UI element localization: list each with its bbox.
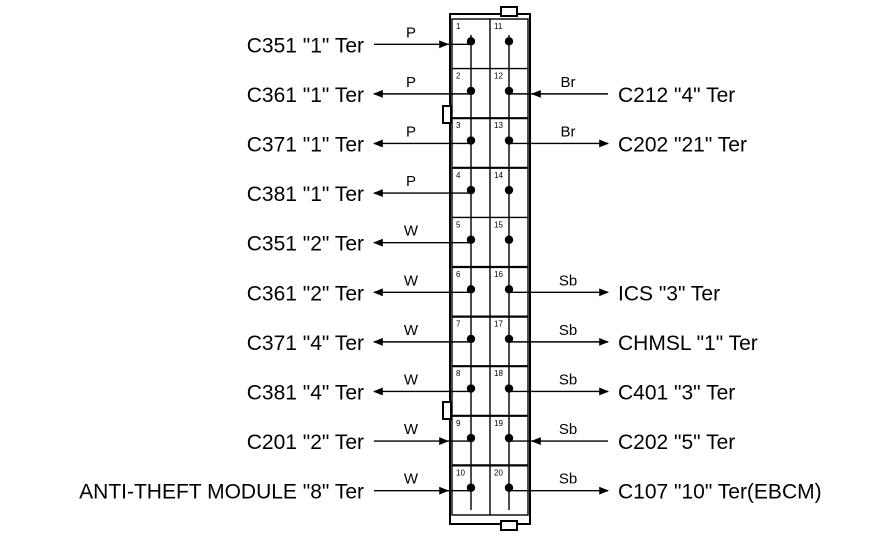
pin-number: 15 (494, 220, 503, 229)
pin-number: 18 (494, 369, 503, 378)
pin-number: 3 (456, 121, 461, 130)
wire-color-label: W (404, 371, 419, 388)
terminal-dot (466, 483, 476, 492)
pin-number: 19 (494, 419, 503, 428)
terminal-dot (466, 136, 476, 145)
terminal-dot (504, 384, 514, 393)
terminal-destination-label: C361 "2" Ter (247, 282, 364, 305)
pin-number: 20 (494, 468, 503, 477)
pin-number: 1 (456, 22, 461, 31)
terminal-dot (466, 37, 476, 46)
terminal-dot (504, 185, 514, 195)
pin-number: 11 (494, 22, 503, 31)
pin-number: 14 (494, 171, 503, 180)
pin-number: 5 (456, 220, 461, 229)
pin-number: 17 (494, 320, 503, 329)
wire-color-label: W (404, 272, 419, 289)
terminal-dot (504, 483, 514, 492)
pin-number: 8 (456, 369, 461, 378)
wire-color-label: W (404, 471, 419, 488)
terminal-destination-label: C351 "1" Ter (247, 34, 364, 57)
left-wire-4: P C381 "1" Ter (247, 173, 471, 206)
wire-color-label: W (404, 322, 419, 339)
terminal-dot (466, 334, 476, 344)
wire-color-label: Br (561, 74, 576, 91)
pin-number: 12 (494, 72, 503, 81)
wire-color-label: W (404, 223, 419, 240)
terminal-dot (466, 433, 476, 443)
terminal-dot (504, 285, 514, 294)
pin-number: 10 (456, 468, 465, 477)
wire-color-label: W (404, 421, 419, 438)
left-wire-5: W C351 "2" Ter (247, 223, 471, 256)
connector-cell-grid (452, 67, 528, 467)
terminal-destination-label: C107 "10" Ter(EBCM) (618, 481, 822, 504)
left-wire-2: P C361 "1" Ter (247, 74, 471, 107)
left-wire-8: W C381 "4" Ter (247, 371, 471, 404)
terminal-destination-label: C202 "21" Ter (618, 133, 747, 156)
terminal-dot (466, 285, 476, 294)
wire-color-label: Sb (559, 421, 577, 438)
wire-color-label: P (406, 24, 416, 41)
pin-number: 9 (456, 419, 461, 428)
pin-number: 2 (456, 72, 461, 81)
wire-color-label: P (406, 123, 416, 140)
terminal-dot (504, 37, 514, 46)
terminal-destination-label: C371 "1" Ter (247, 133, 364, 156)
terminal-dot (466, 86, 476, 96)
terminal-dot (504, 235, 514, 244)
left-wire-3: P C371 "1" Ter (247, 123, 471, 156)
wire-color-label: Br (561, 123, 576, 140)
terminal-dot (466, 185, 476, 195)
left-wire-1: P C351 "1" Ter (247, 24, 471, 57)
pin-number: 13 (494, 121, 503, 130)
terminal-dot (466, 235, 476, 244)
wire-color-label: P (406, 173, 416, 190)
terminal-destination-label: ANTI-THEFT MODULE "8" Ter (79, 481, 364, 504)
terminal-destination-label: C201 "2" Ter (247, 431, 364, 454)
terminal-destination-label: C212 "4" Ter (618, 84, 735, 107)
terminal-destination-label: C381 "4" Ter (247, 381, 364, 404)
terminal-destination-label: CHMSL "1" Ter (618, 332, 758, 355)
terminal-dot (504, 86, 514, 96)
left-wire-6: W C361 "2" Ter (247, 272, 471, 305)
wire-color-label: Sb (559, 272, 577, 289)
pin-number: 7 (456, 320, 461, 329)
pin-number: 16 (494, 270, 503, 279)
terminal-destination-label: C202 "5" Ter (618, 431, 735, 454)
left-wire-9: W C201 "2" Ter (247, 421, 471, 454)
connector-body (442, 6, 531, 531)
wire-color-label: Sb (559, 471, 577, 488)
terminal-dot (466, 384, 476, 393)
wire-color-label: P (406, 74, 416, 91)
terminal-destination-label: C351 "2" Ter (247, 233, 364, 256)
terminal-destination-label: ICS "3" Ter (618, 282, 720, 305)
terminal-destination-label: C401 "3" Ter (618, 381, 735, 404)
wire-color-label: Sb (559, 371, 577, 388)
left-wire-10: W ANTI-THEFT MODULE "8" Ter (79, 471, 471, 504)
terminal-destination-label: C381 "1" Ter (247, 183, 364, 206)
left-wire-7: W C371 "4" Ter (247, 322, 471, 355)
terminal-destination-label: C371 "4" Ter (247, 332, 364, 355)
pin-number: 6 (456, 270, 461, 279)
terminal-destination-label: C361 "1" Ter (247, 84, 364, 107)
terminal-dot (504, 334, 514, 344)
pin-number: 4 (456, 171, 461, 180)
terminal-dot (504, 136, 514, 145)
terminal-dot (504, 433, 514, 443)
wire-color-label: Sb (559, 322, 577, 339)
